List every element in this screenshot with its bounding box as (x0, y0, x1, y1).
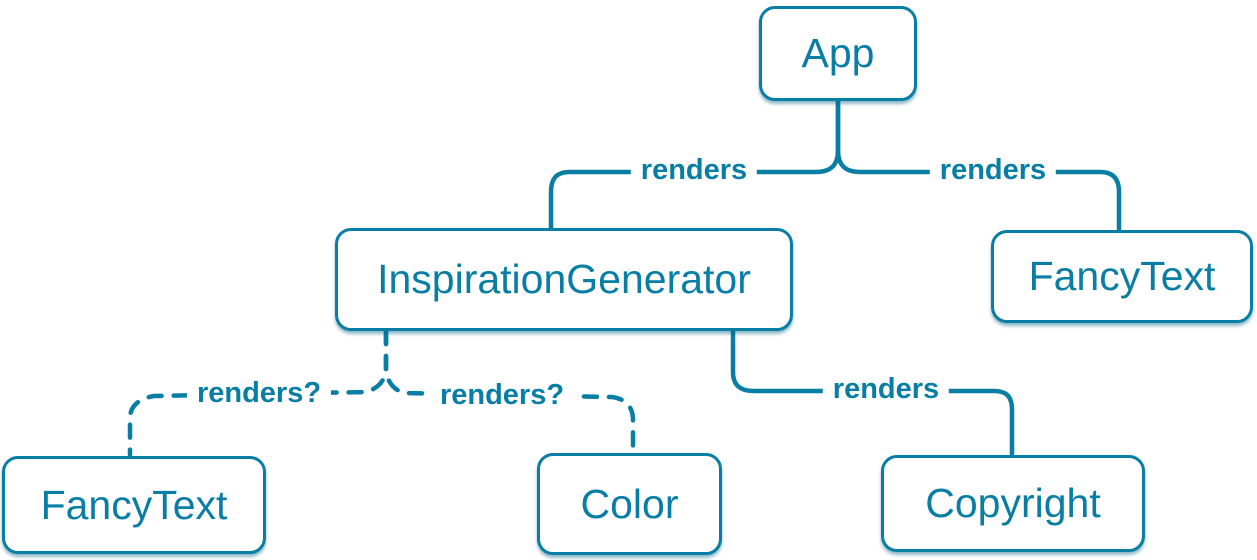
node-color: Color (537, 453, 722, 555)
edge-label-app-fancytext: renders (929, 154, 1057, 188)
node-app: App (759, 6, 917, 101)
edge-label-app-inspirationgenerator: renders (630, 154, 758, 188)
node-copyright-label: Copyright (925, 480, 1101, 526)
node-app-label: App (801, 30, 875, 76)
edge-label-inspirationgenerator-fancytext: renders? (186, 377, 332, 411)
node-fancy-text-top-label: FancyText (1028, 253, 1216, 299)
node-fancy-text-top: FancyText (991, 230, 1253, 323)
node-color-label: Color (580, 480, 679, 527)
node-inspiration-generator-label: InspirationGenerator (377, 256, 751, 302)
node-fancy-text-bottom: FancyText (2, 456, 266, 554)
node-copyright: Copyright (881, 455, 1145, 552)
node-inspiration-generator: InspirationGenerator (335, 228, 793, 331)
node-fancy-text-bottom-label: FancyText (40, 481, 228, 528)
edge-label-inspirationgenerator-color: renders? (429, 379, 575, 413)
edge-label-inspirationgenerator-copyright: renders (822, 373, 950, 407)
